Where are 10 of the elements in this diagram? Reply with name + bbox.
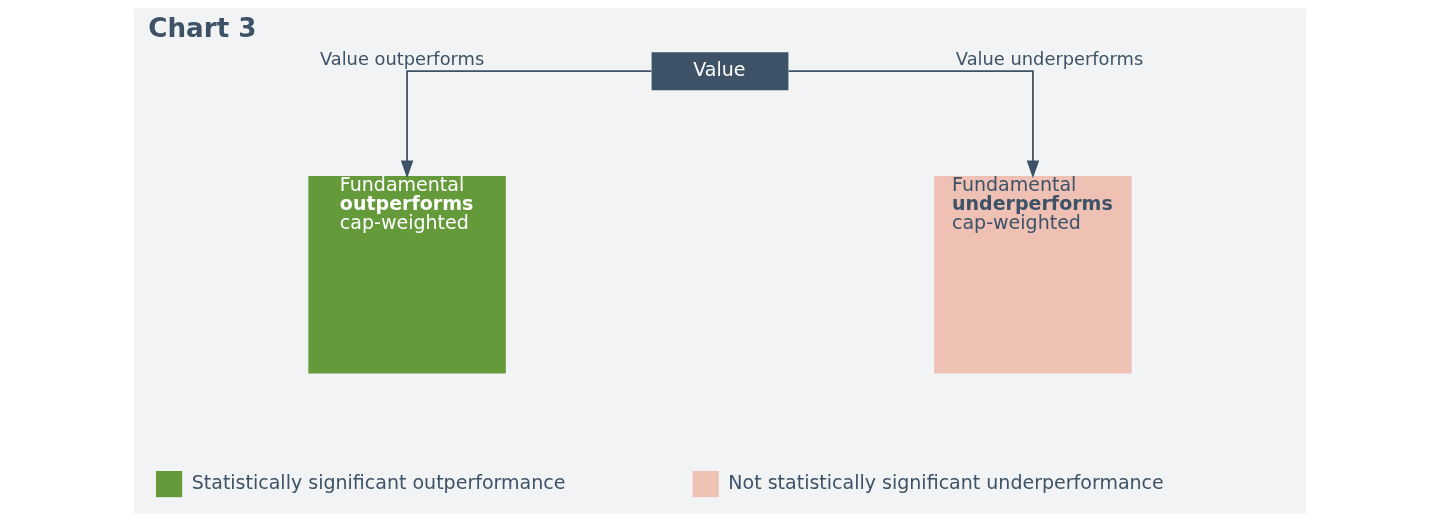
edge-label: Value outperforms — [319, 48, 485, 70]
legend-label: Not statistically significant underperformance — [728, 470, 1164, 493]
edge-label: Value underperforms — [955, 48, 1144, 70]
diagram-title: Chart 3 — [148, 13, 257, 44]
node-box: Fundamental underperforms cap-weighted — [934, 175, 1132, 374]
arrow — [400, 70, 653, 179]
node-box: Fundamental outperforms cap-weighted — [308, 175, 506, 374]
legend-label: Statistically significant outperformance — [191, 470, 566, 493]
arrow — [787, 70, 1040, 179]
node-box: Value — [651, 52, 789, 91]
